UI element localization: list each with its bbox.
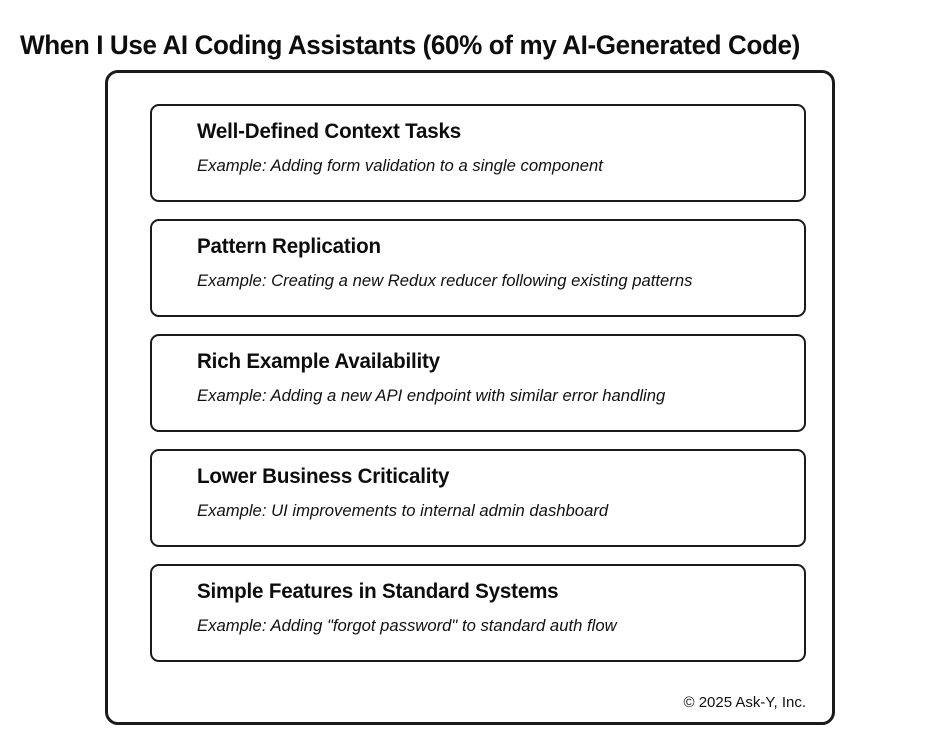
- card-item: Pattern Replication Example: Creating a …: [150, 219, 806, 317]
- card-heading: Lower Business Criticality: [197, 465, 450, 488]
- card-heading: Rich Example Availability: [197, 350, 440, 373]
- card-item: Lower Business Criticality Example: UI i…: [150, 449, 806, 547]
- copyright-notice: © 2025 Ask-Y, Inc.: [683, 694, 806, 711]
- card-heading: Pattern Replication: [197, 235, 381, 258]
- card-item: Well-Defined Context Tasks Example: Addi…: [150, 104, 806, 202]
- card-item: Simple Features in Standard Systems Exam…: [150, 564, 806, 662]
- card-heading: Simple Features in Standard Systems: [197, 580, 559, 603]
- card-example: Example: Adding a new API endpoint with …: [197, 386, 666, 405]
- diagram-frame: Well-Defined Context Tasks Example: Addi…: [105, 70, 835, 725]
- card-example: Example: Adding "forgot password" to sta…: [197, 616, 617, 635]
- card-example: Example: Adding form validation to a sin…: [197, 156, 603, 175]
- card-example: Example: Creating a new Redux reducer fo…: [197, 271, 693, 290]
- card-item: Rich Example Availability Example: Addin…: [150, 334, 806, 432]
- card-heading: Well-Defined Context Tasks: [197, 120, 462, 143]
- card-list: Well-Defined Context Tasks Example: Addi…: [150, 104, 806, 662]
- card-example: Example: UI improvements to internal adm…: [197, 501, 609, 520]
- page-title: When I Use AI Coding Assistants (60% of …: [20, 30, 800, 61]
